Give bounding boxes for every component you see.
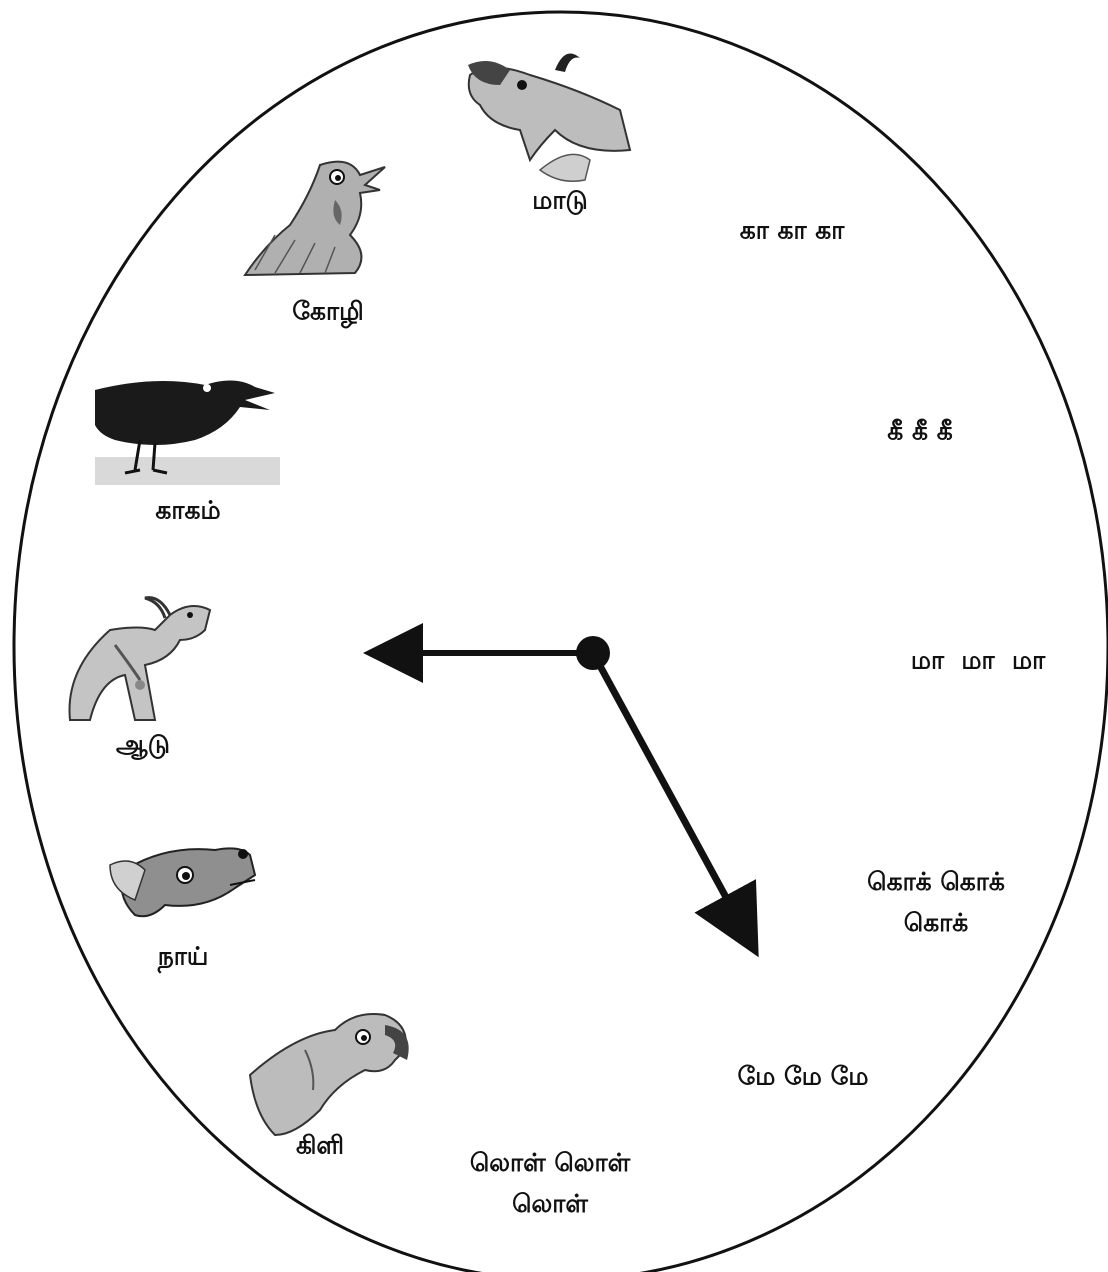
sound-line: லொள் லொள் xyxy=(470,1142,630,1183)
sound-label: கா கா கா xyxy=(740,209,845,250)
minute-hand xyxy=(593,653,752,945)
sound-label: லொள் லொள் லொள் xyxy=(470,1142,630,1225)
sound-label: மே மே மே xyxy=(737,1055,868,1096)
parrot-icon xyxy=(250,1014,409,1135)
animal-label-parrot: கிளி xyxy=(296,1133,344,1158)
sound-line: கீ கீ கீ xyxy=(887,410,952,451)
sound-label: கீ கீ கீ xyxy=(887,410,952,451)
dog-head-icon xyxy=(110,848,255,916)
animal-label-crow: காகம் xyxy=(155,498,220,523)
goat-icon xyxy=(70,598,211,720)
sound-line: கா கா கா xyxy=(740,209,845,250)
sound-label: மா மா மா xyxy=(911,639,1045,680)
clock-center xyxy=(576,636,610,670)
animal-label-dog: நாய் xyxy=(158,944,209,969)
animal-label-cow: மாடு xyxy=(532,188,588,213)
animal-label-goat: ஆடு xyxy=(116,732,170,757)
cow-head-icon xyxy=(468,54,630,182)
sound-line: மே மே மே xyxy=(737,1055,868,1096)
sound-line: கொக் கொக் xyxy=(867,861,1005,902)
sound-label: கொக் கொக் கொக் xyxy=(867,861,1005,944)
crow-icon xyxy=(95,380,280,485)
sound-line: கொக் xyxy=(867,902,1005,943)
hen-icon xyxy=(245,162,385,275)
animal-label-hen: கோழி xyxy=(292,299,363,324)
sound-line: மா மா மா xyxy=(911,639,1045,680)
sound-line: லொள் xyxy=(470,1183,630,1224)
